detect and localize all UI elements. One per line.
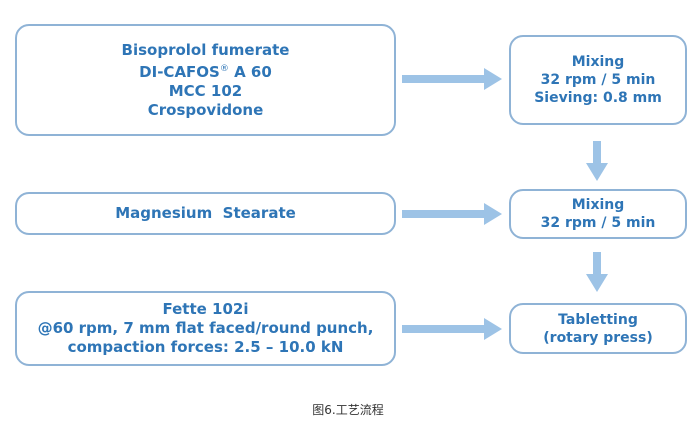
input-line: Crospovidone	[147, 100, 264, 119]
process-line: 32 rpm / 5 min	[540, 72, 656, 88]
right-arrow-icon	[402, 203, 502, 225]
input-line: Bisoprolol fumerate	[121, 40, 290, 59]
input-line: Magnesium Stearate	[115, 204, 296, 222]
input-box-api-excipients: Bisoprolol fumerate DI-CAFOS® A 60 MCC 1…	[15, 24, 396, 136]
right-arrow-icon	[402, 68, 502, 90]
input-line: A 60	[234, 62, 272, 81]
right-arrow-icon	[402, 318, 502, 340]
input-line: compaction forces: 2.5 – 10.0 kN	[67, 338, 344, 356]
down-arrow-icon	[586, 252, 608, 292]
input-box-lubricant: Magnesium Stearate	[15, 192, 396, 235]
process-box-mixing: Mixing 32 rpm / 5 min	[509, 189, 687, 239]
figure-caption: 图6.工艺流程	[312, 403, 384, 417]
process-line: (rotary press)	[543, 329, 653, 346]
process-line: Mixing	[571, 54, 625, 70]
registered-mark: ®	[219, 63, 229, 74]
input-line: Fette 102i	[162, 300, 249, 318]
input-line-dicafos: DI-CAFOS® A 60	[139, 60, 272, 82]
process-box-tabletting: Tabletting (rotary press)	[509, 303, 687, 354]
input-box-press-settings: Fette 102i @60 rpm, 7 mm flat faced/roun…	[15, 291, 396, 366]
process-line: Tabletting	[558, 311, 638, 328]
input-line: DI-CAFOS	[139, 62, 220, 81]
input-line: MCC 102	[168, 81, 243, 100]
process-line: Mixing	[571, 197, 625, 213]
process-line: Sieving: 0.8 mm	[534, 90, 662, 106]
process-box-mixing-sieving: Mixing 32 rpm / 5 min Sieving: 0.8 mm	[509, 35, 687, 125]
process-line: 32 rpm / 5 min	[540, 215, 656, 231]
input-line: @60 rpm, 7 mm flat faced/round punch,	[37, 319, 374, 337]
down-arrow-icon	[586, 141, 608, 181]
